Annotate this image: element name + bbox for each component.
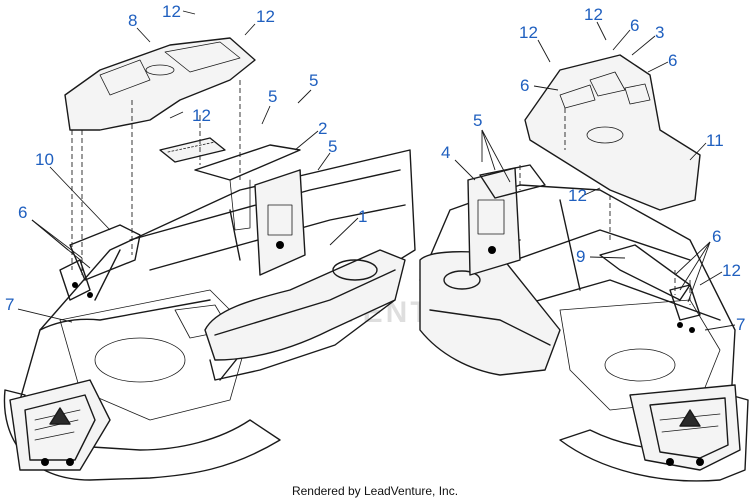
callout-12-left-top-a: 12: [162, 2, 181, 21]
callout-12-left-top-b: 12: [256, 7, 275, 26]
callout-3-right: 3: [655, 23, 664, 42]
render-credit: Rendered by LeadVenture, Inc.: [291, 484, 459, 498]
callout-8-left: 8: [128, 11, 137, 30]
callouts-right: 12 6 12 3 6 6 5 4 11 12 9 6 12 7: [441, 5, 745, 334]
callout-9-right: 9: [576, 247, 585, 266]
callout-12-right-mid: 12: [568, 186, 587, 205]
callout-6-right-b: 6: [668, 51, 677, 70]
callout-7-left: 7: [5, 295, 14, 314]
callout-7-right: 7: [736, 315, 745, 334]
right-assembly: [419, 54, 749, 482]
callout-5-right: 5: [473, 111, 482, 130]
leader-lines: [17, 10, 736, 331]
callout-4-right: 4: [441, 143, 450, 162]
callout-5-left-b: 5: [268, 87, 277, 106]
callout-12-right-low: 12: [722, 261, 741, 280]
callout-6-right-top: 6: [630, 16, 639, 35]
callout-11-right: 11: [706, 131, 724, 150]
callout-5-left-a: 5: [309, 71, 318, 90]
left-assembly: [3, 37, 416, 481]
callout-6-left: 6: [18, 203, 27, 222]
callout-10-left: 10: [35, 150, 54, 169]
callout-5-left-c: 5: [328, 137, 337, 156]
callout-12-right-top: 12: [584, 5, 603, 24]
left-projection-lines: [71, 80, 241, 275]
right-projection-lines: [519, 108, 691, 305]
callouts-left: 12 12 8 5 5 12 2 5 10 1 6 7: [5, 2, 367, 314]
callout-12-left-mid: 12: [192, 106, 211, 125]
callout-6-right-d: 6: [712, 227, 721, 246]
callout-6-right-c: 6: [520, 76, 529, 95]
callout-2-left: 2: [318, 119, 327, 138]
callout-12-right-left: 12: [519, 23, 538, 42]
callout-1-left: 1: [358, 207, 367, 226]
